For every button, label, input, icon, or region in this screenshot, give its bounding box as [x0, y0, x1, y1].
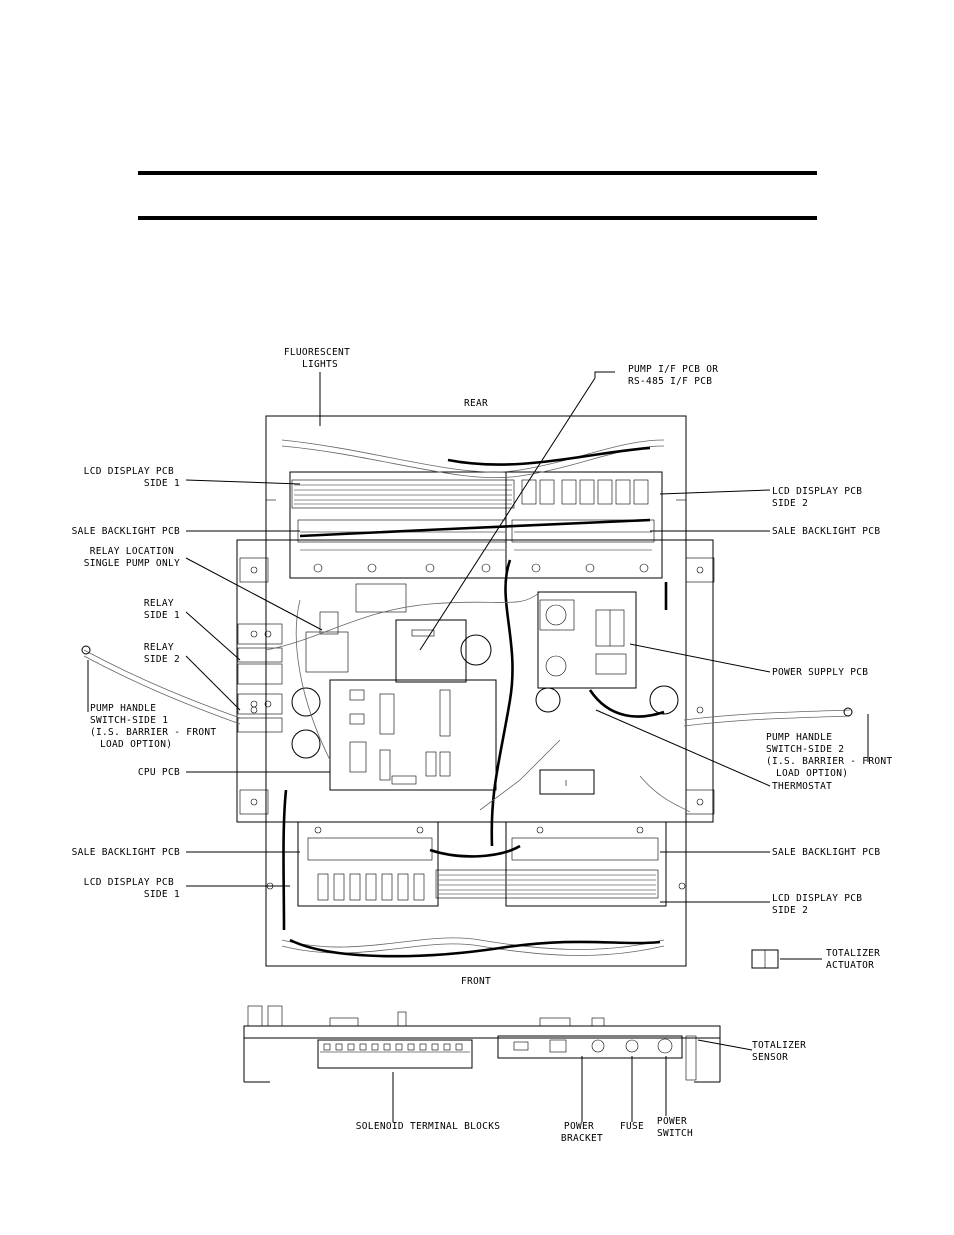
label-lcd-display-side2-bottom: LCD DISPLAY PCB SIDE 2 [772, 893, 868, 916]
label-sale-backlight-left-bottom: SALE BACKLIGHT PCB [72, 847, 180, 858]
leader-lines [87, 371, 869, 1122]
label-fluorescent-lights: FLUORESCENT LIGHTS [284, 347, 356, 370]
label-rear: REAR [464, 398, 488, 409]
label-fuse: FUSE [620, 1121, 644, 1132]
label-lcd-display-side1-top: LCD DISPLAY PCB SIDE 1 [84, 466, 180, 489]
power-supply-pcb [537, 591, 637, 689]
header-top-rule [138, 171, 817, 175]
label-thermostat: THERMOSTAT [772, 781, 832, 792]
label-power-supply-pcb: POWER SUPPLY PCB [772, 667, 868, 678]
label-lcd-display-side2-top: LCD DISPLAY PCB SIDE 2 [772, 486, 868, 509]
cpu-pcb [329, 679, 497, 791]
lcd-display-pcb-side1-top [289, 471, 515, 579]
label-lcd-display-side1-bottom: LCD DISPLAY PCB SIDE 1 [84, 877, 180, 900]
label-solenoid-terminal-blocks: SOLENOID TERMINAL BLOCKS [356, 1121, 500, 1132]
label-totalizer-actuator: TOTALIZER ACTUATOR [826, 948, 886, 971]
label-pump-handle-side2: PUMP HANDLE SWITCH-SIDE 2 (I.S. BARRIER … [766, 732, 898, 779]
solenoid-terminal-row [320, 1043, 470, 1053]
header-bottom-rule [138, 216, 817, 220]
wiring-harness [81, 439, 853, 958]
label-sale-backlight-left-top: SALE BACKLIGHT PCB [72, 526, 180, 537]
relay-blocks [237, 611, 349, 733]
pump-if-pcb [395, 619, 492, 683]
label-power-bracket: POWER BRACKET [561, 1121, 603, 1144]
label-relay-side1: RELAY SIDE 1 [144, 598, 180, 621]
totalizer-actuator-box [751, 949, 779, 969]
label-power-switch: POWER SWITCH [657, 1116, 693, 1139]
front-panel-elevation [243, 1005, 721, 1083]
label-relay-side2: RELAY SIDE 2 [144, 642, 180, 665]
label-pump-handle-side1: PUMP HANDLE SWITCH-SIDE 1 (I.S. BARRIER … [90, 703, 222, 750]
label-relay-location: RELAY LOCATION SINGLE PUMP ONLY [84, 546, 180, 569]
knockout-holes [291, 583, 679, 795]
cabinet-outline [236, 415, 715, 967]
lcd-display-pcb-side2-top [505, 471, 663, 579]
label-sale-backlight-right-top: SALE BACKLIGHT PCB [772, 526, 880, 537]
label-totalizer-sensor: TOTALIZER SENSOR [752, 1040, 812, 1063]
label-sale-backlight-right-bottom: SALE BACKLIGHT PCB [772, 847, 880, 858]
label-pump-if-pcb: PUMP I/F PCB OR RS-485 I/F PCB [628, 364, 724, 387]
lcd-display-pcb-side1-bottom [297, 821, 439, 907]
lcd-display-pcb-side2-bottom [435, 821, 667, 907]
label-front: FRONT [461, 976, 491, 987]
label-cpu-pcb: CPU PCB [138, 767, 180, 778]
